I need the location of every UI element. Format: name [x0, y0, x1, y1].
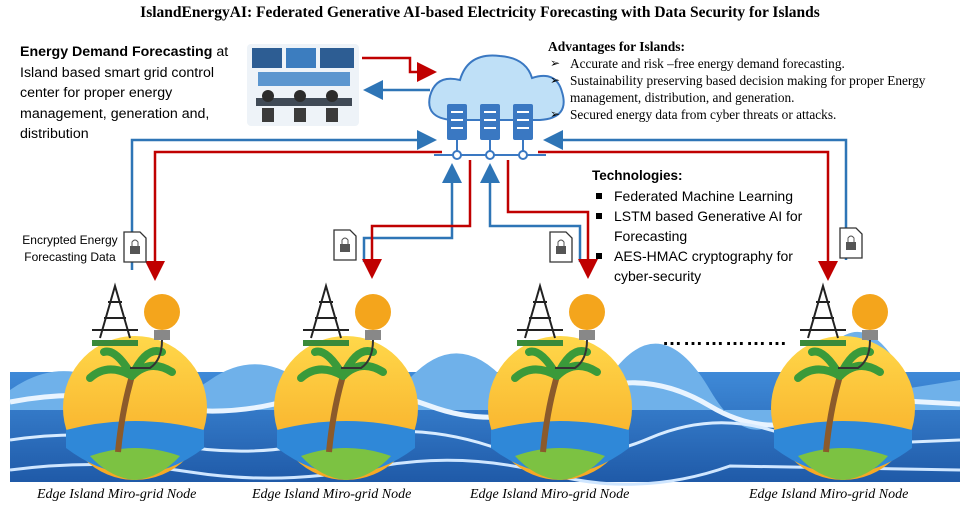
- island-node-4: [771, 282, 915, 480]
- island-node-2: [274, 282, 418, 480]
- island-node-3: [488, 282, 632, 480]
- advantage-item: ➢Secured energy data from cyber threats …: [550, 107, 837, 122]
- technologies-panel: Technologies: Federated Machine Learning…: [592, 166, 832, 286]
- more-nodes-ellipsis: ………………: [662, 328, 788, 350]
- encrypted-doc-icon: [549, 231, 573, 263]
- encrypted-doc-icon: [333, 229, 357, 261]
- control-center-heading: Energy Demand Forecasting: [20, 44, 213, 60]
- technology-item: AES-HMAC cryptography for cyber-security: [592, 246, 832, 286]
- arrow-bullet-icon: ➢: [550, 73, 561, 87]
- node-caption: Edge Island Miro-grid Node: [37, 487, 197, 502]
- node4-upload-arrow: [543, 130, 848, 260]
- technology-item: Federated Machine Learning: [592, 186, 832, 206]
- control-center-description: Energy Demand Forecasting at Island base…: [20, 42, 245, 145]
- arrow-bullet-icon: ➢: [550, 107, 561, 121]
- node2-upload-arrow: [362, 163, 462, 262]
- encrypted-data-label: Encrypted Energy Forecasting Data: [22, 233, 118, 264]
- advantage-item: ➢Accurate and risk –free energy demand f…: [550, 56, 845, 71]
- cloud-to-center-arrow: [362, 56, 437, 82]
- control-center-icon: [247, 44, 359, 126]
- node2-download-arrow: [362, 160, 472, 279]
- node-caption: Edge Island Miro-grid Node: [749, 487, 909, 502]
- square-bullet-icon: [596, 253, 602, 259]
- control-center-text: at Island based smart grid control cente…: [20, 44, 229, 142]
- island-node-1: [63, 282, 207, 480]
- advantage-item: ➢Sustainability preserving based decisio…: [550, 73, 926, 105]
- technologies-heading: Technologies:: [592, 168, 683, 183]
- cloud-server-icon: [428, 54, 565, 160]
- node4-download-arrow: [538, 150, 838, 281]
- arrow-bullet-icon: ➢: [550, 56, 561, 70]
- technology-item: LSTM based Generative AI for Forecasting: [592, 206, 832, 246]
- node-caption: Edge Island Miro-grid Node: [470, 487, 630, 502]
- node1-upload-arrow: [130, 130, 437, 270]
- node3-download-arrow: [506, 160, 598, 279]
- square-bullet-icon: [596, 213, 602, 219]
- node3-upload-arrow: [480, 163, 582, 262]
- advantages-panel: Advantages for Islands: ➢Accurate and ri…: [548, 38, 958, 123]
- advantages-heading: Advantages for Islands:: [548, 39, 686, 54]
- square-bullet-icon: [596, 193, 602, 199]
- node1-download-arrow: [145, 150, 442, 281]
- encrypted-doc-icon: [123, 231, 147, 263]
- node-caption: Edge Island Miro-grid Node: [252, 487, 412, 502]
- diagram-title: IslandEnergyAI: Federated Generative AI-…: [140, 4, 820, 21]
- encrypted-doc-icon: [839, 227, 863, 259]
